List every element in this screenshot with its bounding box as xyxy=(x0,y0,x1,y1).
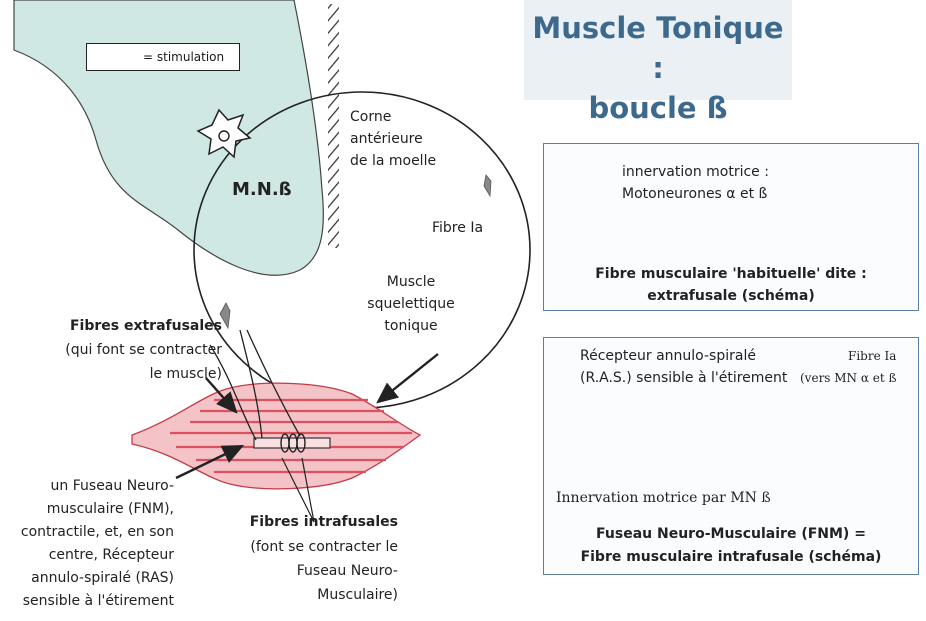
label-fnm-3: contractile, et, en son xyxy=(0,522,174,542)
box2-ras-2: (R.A.S.) sensible à l'étirement xyxy=(580,368,787,388)
box2-caption-1: Fuseau Neuro-Musculaire (FNM) = xyxy=(543,524,919,544)
hatched-band xyxy=(328,4,339,248)
spinal-cord-shape xyxy=(14,0,323,275)
label-fnm-1: un Fuseau Neuro- xyxy=(0,476,174,496)
box2-fibre-ia-1: Fibre Ia xyxy=(848,346,896,366)
label-muscle-1: Muscle xyxy=(354,272,468,292)
box1-innervation-2: Motoneurones α et ß xyxy=(622,184,767,204)
label-fnm-2: musculaire (FNM), xyxy=(0,499,174,519)
label-intrafusal-1: Fibres intrafusales xyxy=(220,512,398,532)
box2-fibre-ia-2: (vers MN α et ß xyxy=(800,368,897,388)
intrafusal-spindle xyxy=(254,438,330,448)
box1-caption-1: Fibre musculaire 'habituelle' dite : xyxy=(543,264,919,284)
label-extrafusal-1: Fibres extrafusales xyxy=(0,316,222,336)
title-panel: Muscle Tonique : boucle ß xyxy=(524,0,792,100)
box1-innervation-1: innervation motrice : xyxy=(622,162,769,182)
box2-innervation: Innervation motrice par MN ß xyxy=(556,488,771,508)
label-muscle-2: squelettique xyxy=(354,294,468,314)
label-mnb: M.N.ß xyxy=(232,178,292,202)
label-extrafusal-3: le muscle) xyxy=(0,364,222,384)
label-corne-2: antérieure xyxy=(350,129,423,149)
label-muscle-3: tonique xyxy=(354,316,468,336)
label-corne-1: Corne xyxy=(350,107,391,127)
title-line-2: boucle ß xyxy=(524,88,792,128)
label-fnm-5: annulo-spiralé (RAS) xyxy=(0,568,174,588)
box2-caption-2: Fibre musculaire intrafusale (schéma) xyxy=(543,547,919,567)
label-intrafusal-4: Musculaire) xyxy=(220,585,398,605)
box1-caption-2: extrafusale (schéma) xyxy=(543,286,919,306)
loop-arrow-right xyxy=(484,175,491,196)
label-fibre-ia: Fibre Ia xyxy=(432,218,483,238)
stimulation-legend: = stimulation xyxy=(86,43,240,71)
legend-text: = stimulation xyxy=(143,47,224,67)
label-intrafusal-3: Fuseau Neuro- xyxy=(220,561,398,581)
box2-ras-1: Récepteur annulo-spiralé xyxy=(580,346,756,366)
label-fnm-4: centre, Récepteur xyxy=(0,545,174,565)
label-corne-3: de la moelle xyxy=(350,151,436,171)
label-fnm-6: sensible à l'étirement xyxy=(0,591,174,611)
title-line-1: Muscle Tonique : xyxy=(524,8,792,88)
label-extrafusal-2: (qui font se contracter xyxy=(0,340,222,360)
label-intrafusal-2: (font se contracter le xyxy=(220,537,398,557)
